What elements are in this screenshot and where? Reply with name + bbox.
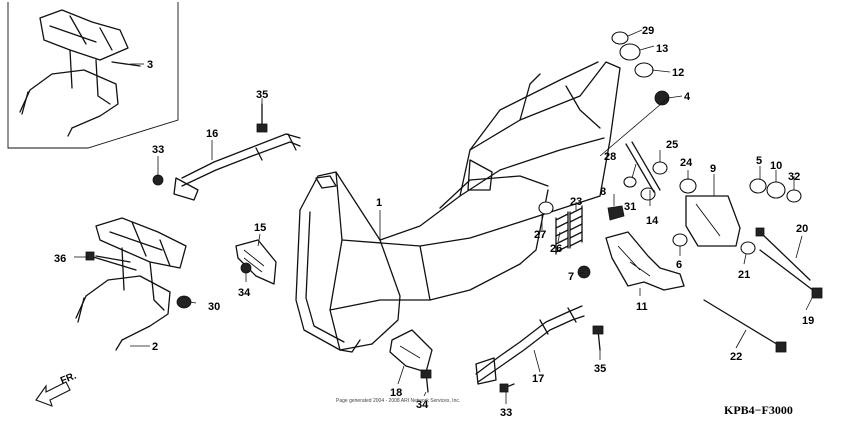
callout-28[interactable]: 28 <box>604 151 616 163</box>
part-17-bracket <box>475 305 585 385</box>
callout-26[interactable]: 26 <box>550 243 562 255</box>
callout-9[interactable]: 9 <box>710 163 716 175</box>
callout-25[interactable]: 25 <box>666 139 678 151</box>
callout-18[interactable]: 18 <box>390 387 402 399</box>
front-direction-indicator: FR. <box>35 370 78 407</box>
callout-6[interactable]: 6 <box>676 259 682 271</box>
part-13-bushing <box>619 43 641 61</box>
callout-34-bottom[interactable]: 34 <box>416 399 429 411</box>
callout-2[interactable]: 2 <box>152 341 158 353</box>
part-11-hanger <box>605 231 685 291</box>
part-14-rod <box>625 141 661 193</box>
callout-33-bottom[interactable]: 33 <box>500 407 512 419</box>
part-32-nut <box>786 189 802 203</box>
part-31-nut <box>640 187 656 201</box>
part-29-cap <box>611 31 629 45</box>
callout-12[interactable]: 12 <box>672 67 684 79</box>
part-5-bushing <box>749 178 767 194</box>
callout-22[interactable]: 22 <box>730 351 742 363</box>
part-23-spring <box>569 205 583 249</box>
callout-31[interactable]: 31 <box>624 201 636 213</box>
diagram-code: KPB4−F3000 <box>724 403 793 417</box>
callout-4[interactable]: 4 <box>684 91 691 103</box>
callout-13[interactable]: 13 <box>656 43 668 55</box>
part-16-bracket <box>173 133 301 201</box>
callout-30[interactable]: 30 <box>208 301 220 313</box>
part-19-bolt <box>759 249 819 295</box>
callout-10[interactable]: 10 <box>770 160 782 172</box>
callout-21[interactable]: 21 <box>738 269 750 281</box>
part-36-bolt <box>89 255 137 271</box>
arrow-icon <box>35 381 71 407</box>
part-28-nut <box>623 176 637 188</box>
callout-5[interactable]: 5 <box>756 155 762 167</box>
part-26-spring <box>555 211 569 255</box>
callout-29[interactable]: 29 <box>642 25 654 37</box>
callout-23[interactable]: 23 <box>570 196 582 208</box>
callout-19[interactable]: 19 <box>802 315 814 327</box>
part-27-washer <box>538 201 554 215</box>
callout-35-top[interactable]: 35 <box>256 89 268 101</box>
callout-1[interactable]: 1 <box>376 197 382 209</box>
leader-lines <box>74 29 813 404</box>
part-1-main-frame <box>295 61 621 353</box>
direction-label: FR. <box>59 370 78 386</box>
part-34-bolt <box>240 262 252 274</box>
callout-35-bottom[interactable]: 35 <box>594 363 606 375</box>
callout-3[interactable]: 3 <box>147 59 153 71</box>
callout-33-top[interactable]: 33 <box>152 144 164 156</box>
callout-17[interactable]: 17 <box>532 373 544 385</box>
part-30-rubber <box>176 295 192 309</box>
callout-20[interactable]: 20 <box>796 223 808 235</box>
part-21-bushing <box>740 241 756 255</box>
copyright-text: Page generated 2004 - 2008 ARI Network S… <box>336 398 460 404</box>
part-22-bolt <box>703 299 781 347</box>
callout-15[interactable]: 15 <box>254 222 266 234</box>
part-18-plate <box>389 329 433 373</box>
callout-27[interactable]: 27 <box>534 229 546 241</box>
part-33-bolt <box>152 174 164 186</box>
callout-14[interactable]: 14 <box>646 215 659 227</box>
callout-16[interactable]: 16 <box>206 128 218 140</box>
part-20-bolt <box>759 231 811 281</box>
bolts <box>85 103 823 393</box>
part-24-bushing <box>679 178 697 194</box>
part-2-carrier <box>75 217 187 351</box>
part-10-bushing <box>766 181 786 199</box>
inset-frame <box>7 2 179 149</box>
part-25-washer <box>652 161 668 175</box>
callout-24[interactable]: 24 <box>680 157 693 169</box>
part-6-bushing <box>672 233 688 247</box>
callout-8[interactable]: 8 <box>600 186 606 198</box>
callout-32[interactable]: 32 <box>788 171 800 183</box>
callouts: 29 13 12 4 3 35 16 33 1 25 28 24 9 5 10 … <box>54 25 814 419</box>
part-12-bushing <box>634 62 654 78</box>
part-15-plate <box>235 239 277 285</box>
part-8-clip <box>607 205 625 221</box>
callout-34-mid[interactable]: 34 <box>238 287 251 299</box>
callout-36[interactable]: 36 <box>54 253 66 265</box>
part-3-carrier <box>19 9 141 137</box>
callout-11[interactable]: 11 <box>636 301 648 313</box>
small-hardware <box>152 31 802 309</box>
callout-7[interactable]: 7 <box>568 271 574 283</box>
part-9-link <box>685 195 741 247</box>
